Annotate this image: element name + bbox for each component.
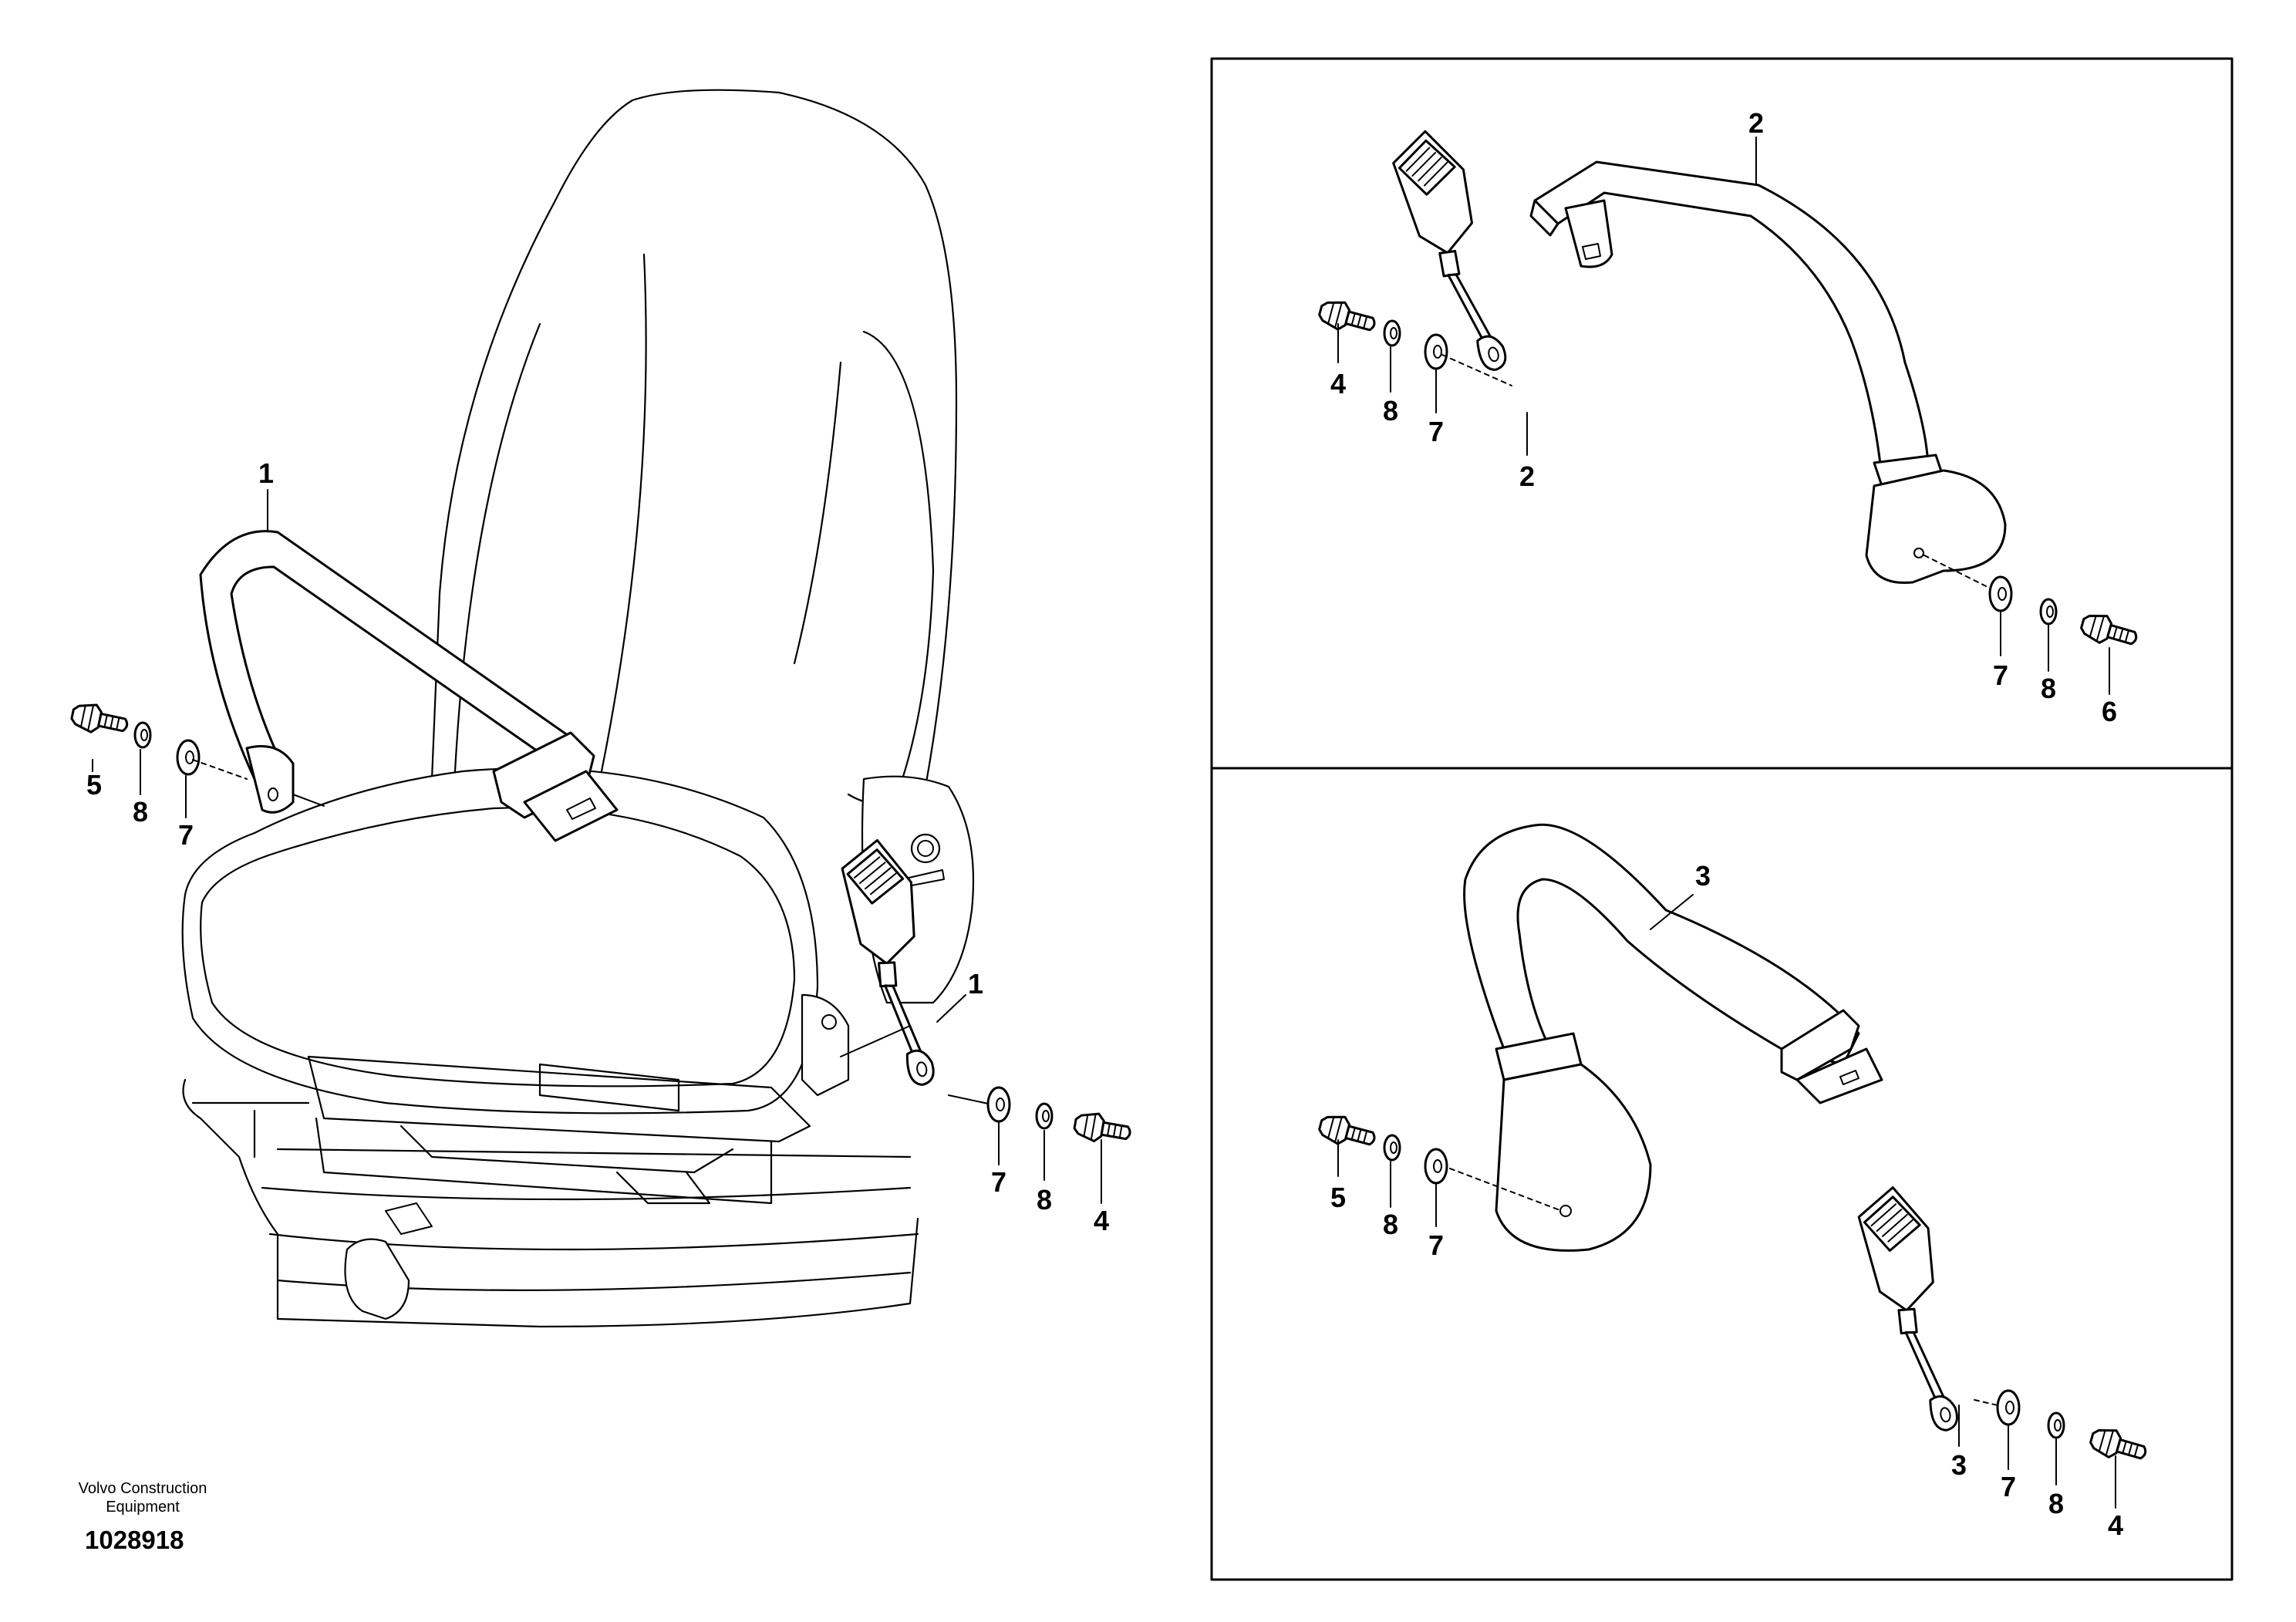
callout-main-right-bolt: 4 xyxy=(1094,1205,1109,1236)
seat-backrest xyxy=(430,89,958,805)
callout-bottom-buckle-bolt: 4 xyxy=(2108,1509,2123,1541)
callout-top-retractor-washer-large: 7 xyxy=(1993,659,2008,691)
callout-top-bolt: 4 xyxy=(1330,368,1346,400)
callout-bottom-buckle: 3 xyxy=(1951,1449,1967,1481)
callout-top-washer-large: 7 xyxy=(1428,416,1444,447)
top-retractor-washer-large xyxy=(1988,575,2013,612)
detail-panel-frame xyxy=(1210,57,2234,1581)
drawing-number: 1028918 xyxy=(85,1526,184,1554)
buckle-detail-top xyxy=(1386,123,1514,383)
callout-top-washer-small: 8 xyxy=(1383,395,1398,427)
operator-seat-illustration xyxy=(181,89,975,1328)
company-name: Volvo Construction Equipment xyxy=(54,1479,231,1516)
main-left-washer-small xyxy=(133,721,152,749)
callout-bottom-washer-large: 7 xyxy=(1428,1229,1444,1261)
bottom-washer-small xyxy=(1383,1134,1401,1162)
callout-bottom-washer-small: 8 xyxy=(1383,1209,1398,1240)
seat-cushion xyxy=(181,767,819,1114)
bottom-washer-large xyxy=(1424,1148,1448,1185)
main-right-washer-small xyxy=(1035,1102,1054,1130)
company-name-line2: Equipment xyxy=(106,1499,180,1516)
company-name-line1: Volvo Construction xyxy=(78,1480,207,1497)
callout-bottom-belt: 3 xyxy=(1695,860,1711,892)
top-washer-large xyxy=(1424,333,1448,370)
callout-top-buckle: 2 xyxy=(1519,460,1535,492)
main-right-washer-large xyxy=(986,1086,1011,1123)
callout-main-right-washer-small: 8 xyxy=(1037,1184,1052,1216)
retractor-housing-top xyxy=(1865,469,2007,585)
callout-main-right-washer-large: 7 xyxy=(991,1166,1006,1198)
callout-main-left-washer-large: 7 xyxy=(178,819,194,851)
callout-main-buckle: 1 xyxy=(968,968,983,1000)
retractor-housing-bottom xyxy=(1495,1063,1652,1252)
lap-belt-main xyxy=(199,530,619,842)
seat-adjust-handle xyxy=(344,1238,410,1320)
callout-main-belt: 1 xyxy=(258,457,274,489)
top-bolt xyxy=(1316,295,1379,339)
bottom-buckle-washer-large xyxy=(1996,1389,2021,1426)
callout-bottom-buckle-washer-small: 8 xyxy=(2048,1488,2064,1519)
bottom-buckle-bolt xyxy=(2086,1423,2150,1468)
callout-top-retractor-washer-small: 8 xyxy=(2041,673,2056,704)
callout-bottom-bolt: 5 xyxy=(1330,1182,1346,1213)
seat-logo-icon xyxy=(910,833,941,864)
callout-main-left-washer-small: 8 xyxy=(133,796,148,828)
buckle-detail-bottom xyxy=(1853,1181,1965,1440)
main-left-bolt xyxy=(68,699,131,740)
retractor-belt-bottom xyxy=(1463,823,1860,1066)
detail-bottom-panel: 3 5 8 7 3 7 8 4 xyxy=(1316,823,2150,1541)
callout-main-left-bolt: 5 xyxy=(86,769,102,801)
top-retractor-bolt xyxy=(2077,609,2141,653)
top-retractor-washer-small xyxy=(2039,598,2058,626)
top-washer-small xyxy=(1383,319,1401,347)
main-left-washer-large xyxy=(176,739,201,776)
main-right-bolt xyxy=(1071,1108,1134,1148)
detail-top-panel: 2 4 8 7 2 7 8 6 xyxy=(1316,107,2141,727)
callout-top-retractor-bolt: 6 xyxy=(2102,696,2117,727)
bottom-bolt xyxy=(1316,1110,1379,1154)
bottom-buckle-washer-small xyxy=(2047,1411,2065,1439)
callout-bottom-buckle-washer-large: 7 xyxy=(2001,1471,2016,1502)
callout-top-belt: 2 xyxy=(1748,107,1764,139)
